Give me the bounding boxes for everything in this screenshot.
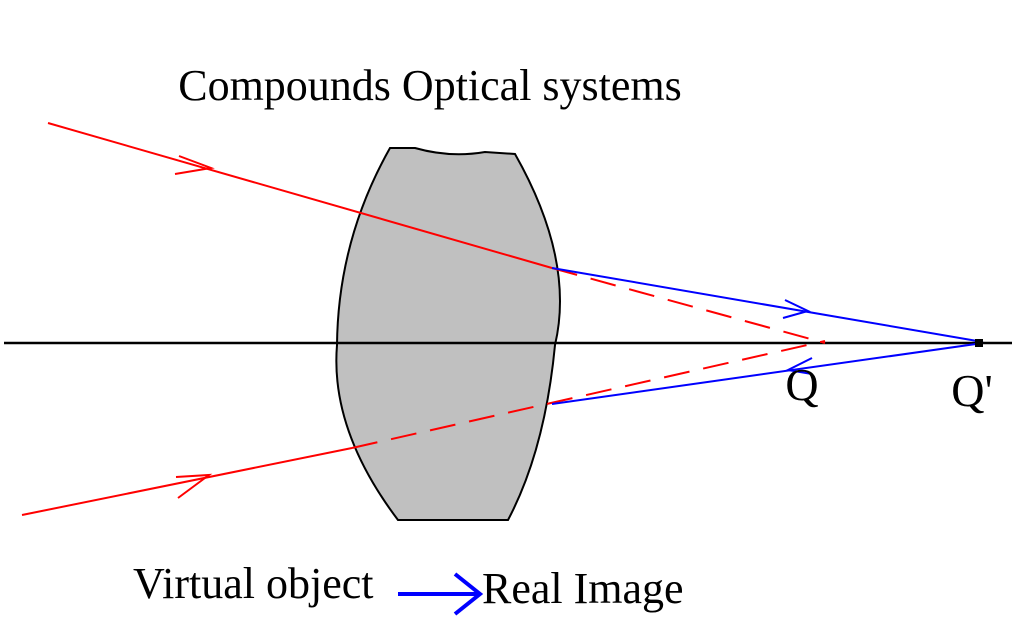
caption-real-image: Real Image (482, 564, 684, 613)
lower-ray-arrowhead (175, 473, 213, 499)
upper-ray-arrowhead (174, 155, 215, 175)
lower-virtual-extension (351, 340, 826, 449)
lens (335, 147, 561, 521)
point-q-prime-label: Q' (951, 365, 993, 416)
upper-refracted-ray (551, 267, 984, 343)
lower-refracted-ray (551, 342, 984, 405)
lower-incident-ray (21, 447, 353, 516)
point-q-label: Q (785, 359, 818, 410)
upper-virtual-extension (551, 267, 826, 344)
upper-incident-ray (47, 122, 553, 269)
caption-arrowhead (453, 572, 484, 616)
upper-refracted-arrowhead (782, 299, 811, 319)
caption-virtual-object: Virtual object (133, 559, 374, 608)
image-point-marker (975, 339, 983, 347)
lower-refracted-arrowhead (784, 357, 813, 375)
diagram-title: Compounds Optical systems (178, 61, 682, 110)
